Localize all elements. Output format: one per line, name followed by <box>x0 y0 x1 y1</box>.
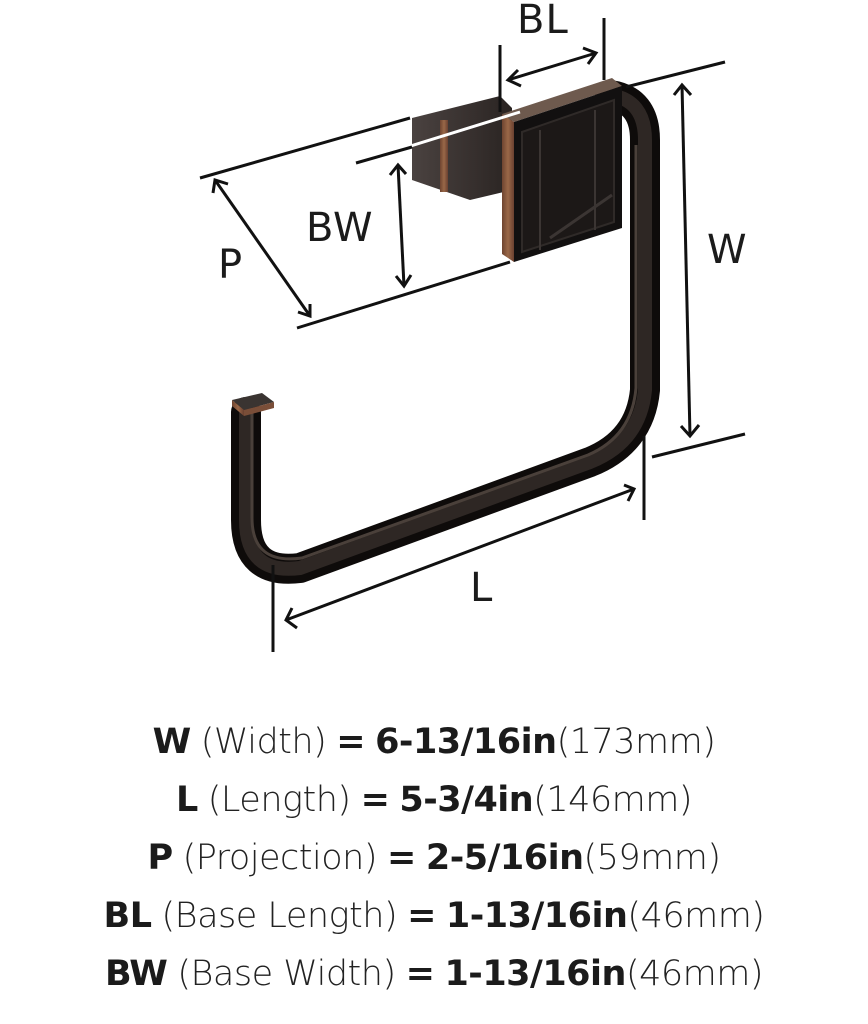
spec-row-width: W (Width) = 6-13/16in (173mm) <box>0 722 868 780</box>
spec-row-base-length: BL (Base Length) = 1-13/16in (46mm) <box>0 896 868 954</box>
spec-code: P <box>147 838 173 878</box>
product-dimension-diagram: BL BW P W L <box>199 0 748 652</box>
base-plate <box>502 78 622 262</box>
towel-ring-drawing <box>199 18 746 652</box>
spec-mm: (146mm) <box>533 780 693 820</box>
dimension-spec-list: W (Width) = 6-13/16in (173mm) L (Length)… <box>0 722 868 1012</box>
dimension-label-bw: BW <box>306 205 374 251</box>
spec-code: L <box>175 780 198 820</box>
dimension-label-bl: BL <box>517 0 569 43</box>
spec-mm: (173mm) <box>556 722 716 762</box>
ring-bar <box>231 80 660 584</box>
dimension-label-w: W <box>707 227 748 273</box>
spec-equals: = <box>360 780 390 820</box>
spec-name: (Length) <box>207 780 351 820</box>
spec-inches: 2-5/16in <box>425 838 584 878</box>
spec-inches: 1-13/16in <box>445 896 628 936</box>
spec-row-projection: P (Projection) = 2-5/16in (59mm) <box>0 838 868 896</box>
spec-inches: 1-13/16in <box>444 954 626 994</box>
mounting-post <box>412 96 512 200</box>
spec-mm: (46mm) <box>627 896 765 936</box>
spec-code: W <box>152 722 192 762</box>
dimension-label-p: P <box>218 242 244 288</box>
end-cap <box>232 393 274 416</box>
spec-row-length: L (Length) = 5-3/4in (146mm) <box>0 780 868 838</box>
spec-inches: 6-13/16in <box>375 722 557 762</box>
spec-equals: = <box>405 954 435 994</box>
spec-row-base-width: BW (Base Width) = 1-13/16in (46mm) <box>0 954 868 1012</box>
spec-name: (Width) <box>200 722 327 762</box>
spec-name: (Projection) <box>182 838 378 878</box>
spec-name: (Base Width) <box>177 954 396 994</box>
spec-equals: = <box>336 722 366 762</box>
dimension-label-l: L <box>470 565 494 611</box>
spec-code: BL <box>103 896 152 936</box>
spec-mm: (46mm) <box>625 954 764 994</box>
spec-name: (Base Length) <box>161 896 398 936</box>
dimension-lines <box>199 18 746 652</box>
spec-inches: 5-3/4in <box>399 780 534 820</box>
spec-equals: = <box>387 838 416 878</box>
spec-equals: = <box>407 896 436 936</box>
spec-code: BW <box>104 954 168 994</box>
spec-mm: (59mm) <box>583 838 721 878</box>
